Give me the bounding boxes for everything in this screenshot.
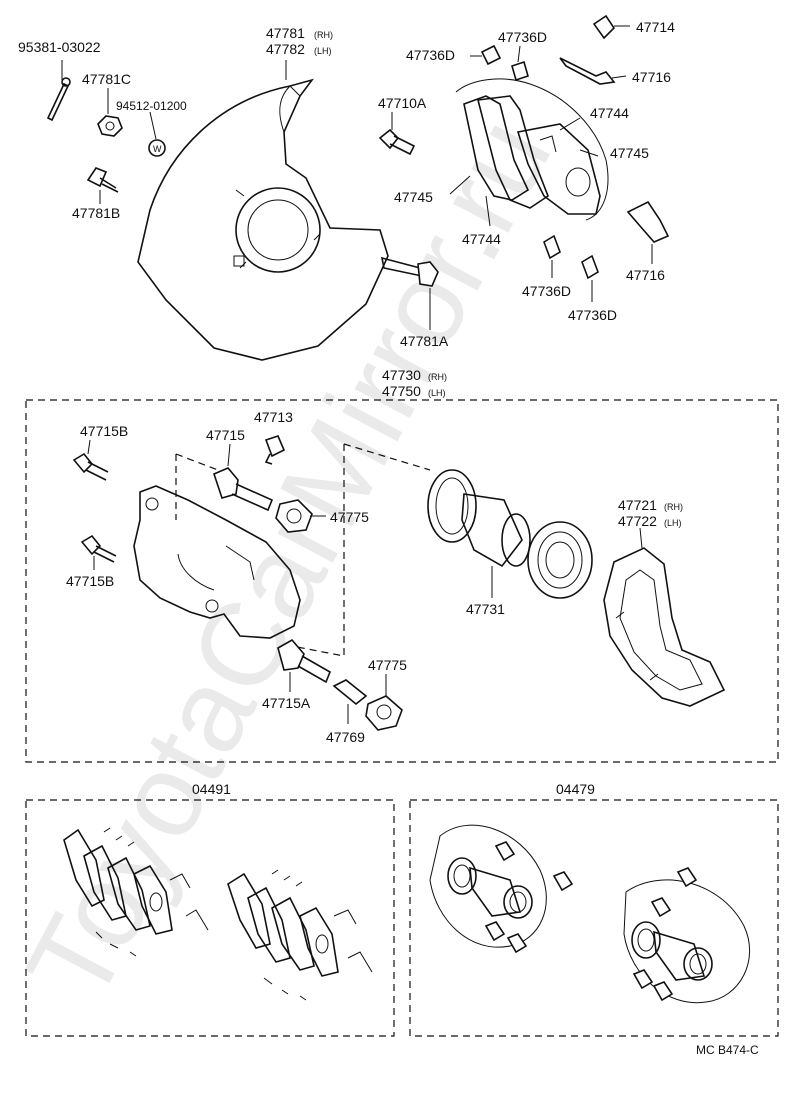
bolt-47781B-part [86, 167, 119, 204]
label-47781C: 47781C [82, 71, 131, 87]
label-47715A: 47715A [262, 695, 311, 711]
group-label-47750-lh: (LH) [428, 388, 446, 398]
bleeder-47713-part [264, 435, 286, 465]
label-47769: 47769 [326, 729, 365, 745]
clip-47736D-1-part [470, 44, 502, 66]
label-47731: 47731 [466, 601, 505, 617]
label-47716-1: 47716 [632, 69, 671, 85]
label-95381-03022: 95381-03022 [18, 39, 101, 55]
label-47745-2: 47745 [394, 189, 433, 205]
label-47722-lh: (LH) [664, 518, 682, 528]
mounting-bracket-part [603, 527, 726, 707]
pad-kit-frame [25, 799, 395, 1037]
caliper-assembly-frame [25, 399, 779, 763]
bolt-47715B-1-part [72, 439, 109, 481]
washer-mark: W [153, 144, 162, 154]
label-47782: 47782 [266, 41, 305, 57]
cotter-pin-part [46, 60, 71, 122]
label-47721-rh: (RH) [664, 502, 683, 512]
label-47736D-3: 47736D [522, 283, 571, 299]
bolt-47715B-2-part [80, 534, 117, 570]
label-47715: 47715 [206, 427, 245, 443]
group-label-04491: 04491 [192, 781, 231, 797]
group-label-47750: 47750 [382, 383, 421, 399]
pin-47715A-part [277, 638, 332, 692]
clip-47736D-3-part [543, 234, 561, 278]
label-47781: 47781 [266, 25, 305, 41]
spring-47716-1-part [559, 57, 627, 85]
label-47710A: 47710A [378, 95, 427, 111]
pad-assembly-part [449, 78, 609, 227]
label-47744-2: 47744 [462, 231, 501, 247]
group-label-04479: 04479 [556, 781, 595, 797]
label-47744-1: 47744 [590, 105, 629, 121]
bushing-47775-1-part [275, 499, 326, 533]
label-47736D-2: 47736D [498, 29, 547, 45]
label-47715B-1: 47715B [80, 423, 128, 439]
spring-47716-2-part [626, 200, 670, 264]
label-47781B: 47781B [72, 205, 120, 221]
label-47736D-4: 47736D [568, 307, 617, 323]
label-47782-lh: (LH) [314, 46, 332, 56]
piston-47731-part [427, 469, 593, 599]
group-label-47730: 47730 [382, 367, 421, 383]
label-47713: 47713 [254, 409, 293, 425]
label-47781-rh: (RH) [314, 30, 333, 40]
label-47722: 47722 [618, 513, 657, 529]
group-label-47730-rh: (RH) [428, 372, 447, 382]
seal-kit-parts [429, 824, 751, 1004]
caliper-body-part [133, 443, 431, 657]
washer-part: W [148, 111, 166, 157]
dust-cover-part [137, 60, 389, 361]
sleeve-47769-part [332, 679, 368, 724]
clip-47736D-2-part [511, 45, 529, 82]
bolt-47710A-part [378, 112, 416, 156]
label-47736D-1: 47736D [406, 47, 455, 63]
seal-kit-frame [409, 799, 779, 1037]
label-47715B-2: 47715B [66, 573, 114, 589]
plug-47714-part [592, 14, 630, 40]
pad-kit-parts [63, 827, 373, 1001]
clip-47736D-4-part [581, 254, 599, 302]
nut-part [97, 88, 123, 137]
label-47716-2: 47716 [626, 267, 665, 283]
bolt-47781A-part [380, 256, 439, 330]
reference-code: MC B474-C [696, 1043, 759, 1057]
label-47721: 47721 [618, 497, 657, 513]
bushing-47775-2-part [365, 674, 403, 731]
label-47775-1: 47775 [330, 509, 369, 525]
label-47775-2: 47775 [368, 657, 407, 673]
label-47714: 47714 [636, 19, 675, 35]
label-47745-1: 47745 [610, 145, 649, 161]
label-47781A: 47781A [400, 333, 449, 349]
label-94512-01200: 94512-01200 [116, 99, 187, 113]
pin-47715-part [213, 443, 274, 512]
